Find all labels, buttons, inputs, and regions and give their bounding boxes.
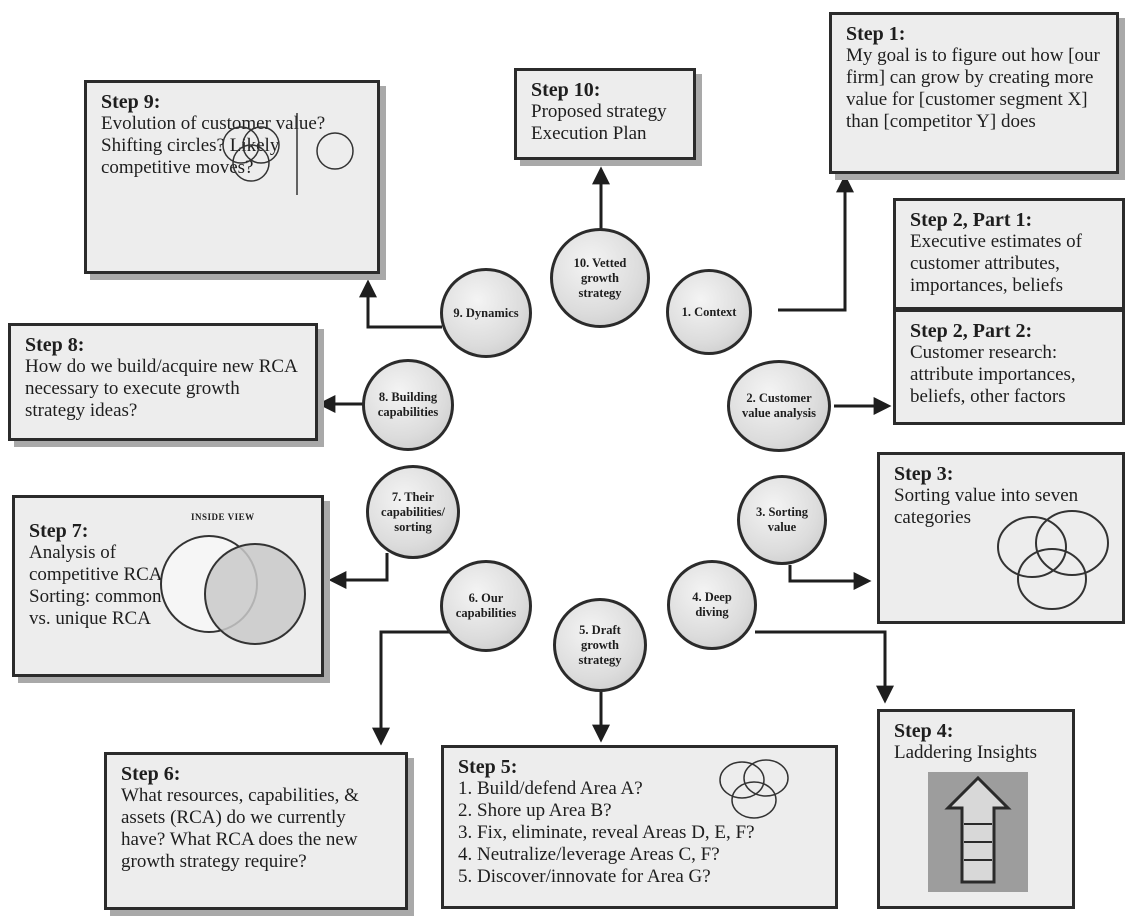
- node-draft-growth-strategy: 5. Draft growth strategy: [553, 598, 647, 692]
- step-4-title: Step 4:: [894, 720, 954, 742]
- step-7-box: Step 7: Analysis of competitive RCA. Sor…: [12, 495, 324, 677]
- node-customer-value-analysis: 2. Customer value analysis: [727, 360, 831, 452]
- step-7-title: Step 7:: [29, 520, 89, 542]
- step-4-text: Laddering Insights: [894, 742, 1038, 763]
- step-5-item: 2. Shore up Area B?: [458, 800, 612, 821]
- step-3-text: Sorting value into seven categories: [894, 485, 1079, 528]
- step-5-item: 4. Neutralize/leverage Areas C, F?: [458, 844, 720, 865]
- step-2-part-1-box: Step 2, Part 1: Executive estimates of c…: [893, 198, 1125, 310]
- shifting-circles-thumbnail: [222, 113, 354, 195]
- node-vetted-growth-strategy: 10. Vetted growth strategy: [550, 228, 650, 328]
- connector-7: [328, 553, 389, 589]
- step-6-box: Step 6: What resources, capabilities, & …: [104, 752, 408, 910]
- step-1-box: Step 1: My goal is to figure out how [ou…: [829, 12, 1119, 174]
- connector-9: [359, 279, 442, 329]
- ladder-thumbnail: [928, 772, 1028, 892]
- node-vetted-growth-strategy-label: 10. Vetted growth strategy: [573, 255, 627, 300]
- step-9-title: Step 9:: [101, 91, 161, 113]
- step-5-title: Step 5:: [458, 756, 518, 778]
- step-8-text: How do we build/acquire new RCA necessar…: [25, 356, 297, 421]
- node-dynamics-label: 9. Dynamics: [453, 305, 519, 320]
- node-context: 1. Context: [666, 269, 752, 355]
- step-10-title: Step 10:: [531, 79, 601, 101]
- node-sorting-value-label: 3. Sorting value: [755, 505, 809, 534]
- node-dynamics: 9. Dynamics: [440, 268, 532, 358]
- step-2-part-2-title: Step 2, Part 2:: [910, 320, 1033, 342]
- connector-4: [755, 630, 894, 704]
- step-2-part-2-text: Customer research: attribute importances…: [910, 342, 1076, 407]
- step-5-item: 1. Build/defend Area A?: [458, 778, 643, 799]
- inside-view-label: INSIDE VIEW: [191, 512, 255, 522]
- step-6-title: Step 6:: [121, 763, 181, 785]
- step-2-part-1-text: Executive estimates of customer attribut…: [910, 231, 1082, 296]
- step-8-title: Step 8:: [25, 334, 85, 356]
- step-1-title: Step 1:: [846, 23, 906, 45]
- step-5-box: Step 5: 1. Build/defend Area A? 2. Shore…: [441, 745, 838, 909]
- step-6-text: What resources, capabilities, & assets (…: [121, 785, 359, 872]
- node-their-capabilities-sorting-label: 7. Their capabilities/ sorting: [381, 489, 445, 534]
- node-our-capabilities-label: 6. Our capabilities: [455, 591, 517, 620]
- step-3-title: Step 3:: [894, 463, 954, 485]
- venn-thumbnail: [719, 759, 789, 819]
- step-9-box: Step 9: Evolution of customer value? Shi…: [84, 80, 380, 274]
- node-context-label: 1. Context: [681, 304, 737, 319]
- node-deep-diving-label: 4. Deep diving: [692, 590, 732, 619]
- step-2-part-2-box: Step 2, Part 2: Customer research: attri…: [893, 309, 1125, 425]
- connector-1: [778, 174, 854, 312]
- node-sorting-value: 3. Sorting value: [737, 475, 827, 565]
- venn-thumbnail: [997, 510, 1109, 610]
- step-8-box: Step 8: How do we build/acquire new RCA …: [8, 323, 318, 441]
- node-draft-growth-strategy-label: 5. Draft growth strategy: [578, 622, 622, 667]
- step-2-part-1-title: Step 2, Part 1:: [910, 209, 1033, 231]
- venn-thumbnail: [160, 535, 306, 645]
- step-10-box: Step 10: Proposed strategy Execution Pla…: [514, 68, 696, 160]
- node-deep-diving: 4. Deep diving: [667, 560, 757, 650]
- connector-6: [372, 630, 467, 746]
- node-building-capabilities: 8. Building capabilities: [362, 359, 454, 451]
- connector-3: [788, 565, 872, 590]
- step-10-text: Proposed strategy Execution Plan: [531, 101, 667, 144]
- step-3-box: Step 3: Sorting value into seven categor…: [877, 452, 1125, 624]
- node-their-capabilities-sorting: 7. Their capabilities/ sorting: [366, 465, 460, 559]
- step-1-text: My goal is to figure out how [our firm] …: [846, 45, 1100, 132]
- step-4-box: Step 4: Laddering Insights: [877, 709, 1075, 909]
- step-5-item: 3. Fix, eliminate, reveal Areas D, E, F?: [458, 822, 755, 843]
- step-5-item: 5. Discover/innovate for Area G?: [458, 866, 711, 887]
- node-customer-value-analysis-label: 2. Customer value analysis: [742, 391, 816, 420]
- step-5-list: 1. Build/defend Area A? 2. Shore up Area…: [458, 778, 821, 888]
- node-building-capabilities-label: 8. Building capabilities: [377, 390, 439, 419]
- node-our-capabilities: 6. Our capabilities: [440, 560, 532, 652]
- step-7-text: Analysis of competitive RCA. Sorting: co…: [29, 542, 168, 629]
